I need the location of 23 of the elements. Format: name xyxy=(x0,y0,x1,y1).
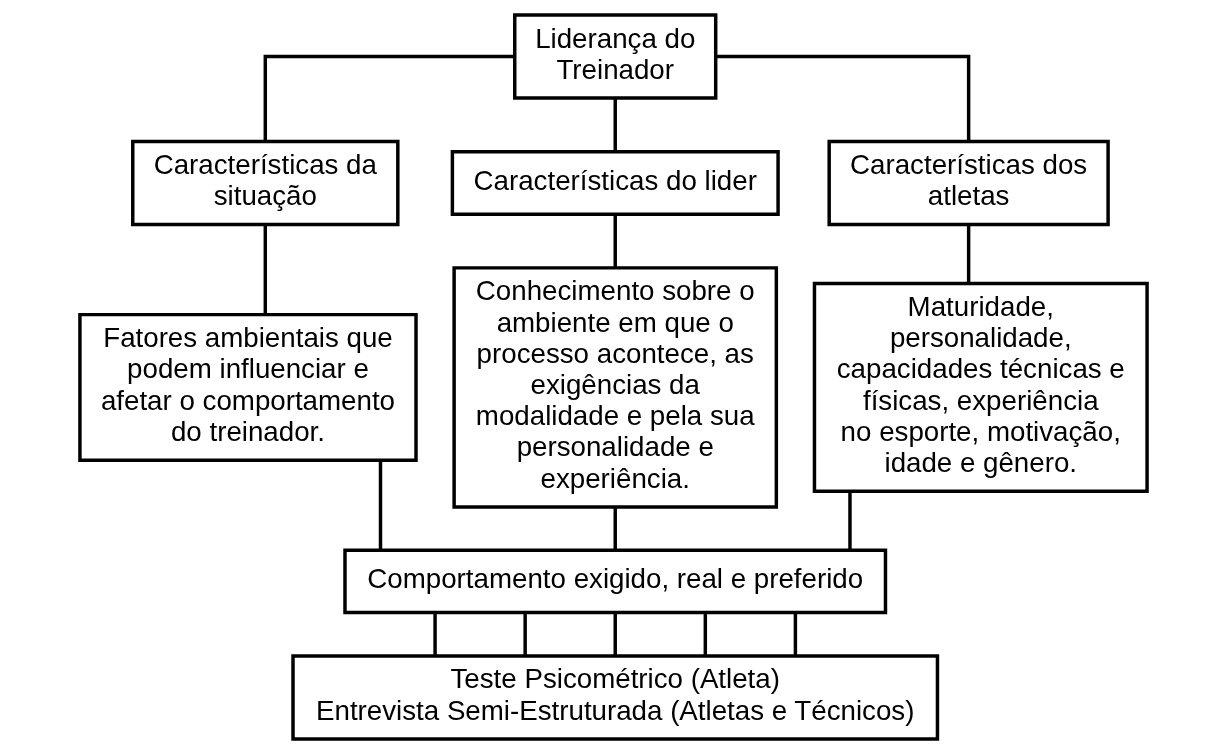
connector xyxy=(703,613,708,656)
connector xyxy=(523,613,527,656)
connector xyxy=(263,54,515,141)
node-box: Comportamento exigido, real e preferido xyxy=(343,548,888,615)
connector xyxy=(613,506,617,550)
connector xyxy=(716,54,971,141)
node-box: Características dos atletas xyxy=(827,139,1110,227)
node-box: Características do lider xyxy=(450,150,780,216)
node-box: Fatores ambientais que podem influenciar e afetar o comportamento do treinador. xyxy=(78,312,418,462)
connector xyxy=(793,613,798,656)
connector xyxy=(613,613,617,656)
node-box: Maturidade, personalidade, capacidades técnicas e físicas, experiência no esporte, motivação, idade e gênero. xyxy=(812,281,1149,494)
connector xyxy=(966,224,971,284)
connector xyxy=(378,460,383,550)
connector xyxy=(613,98,617,152)
connector xyxy=(848,491,852,550)
connector xyxy=(613,214,617,268)
node-box: Conhecimento sobre o ambiente em que o processo acontece, as exigências da modalidade e pela sua personalidade e experiência. xyxy=(452,266,779,509)
node-box: Liderança do Treinador xyxy=(513,13,718,100)
connector xyxy=(263,224,268,315)
node-box: Características da situação xyxy=(131,139,400,227)
connector xyxy=(433,613,437,656)
node-box: Teste Psicométrico (Atleta) Entrevista Semi-Estruturada (Atletas e Técnicos) xyxy=(291,654,940,741)
